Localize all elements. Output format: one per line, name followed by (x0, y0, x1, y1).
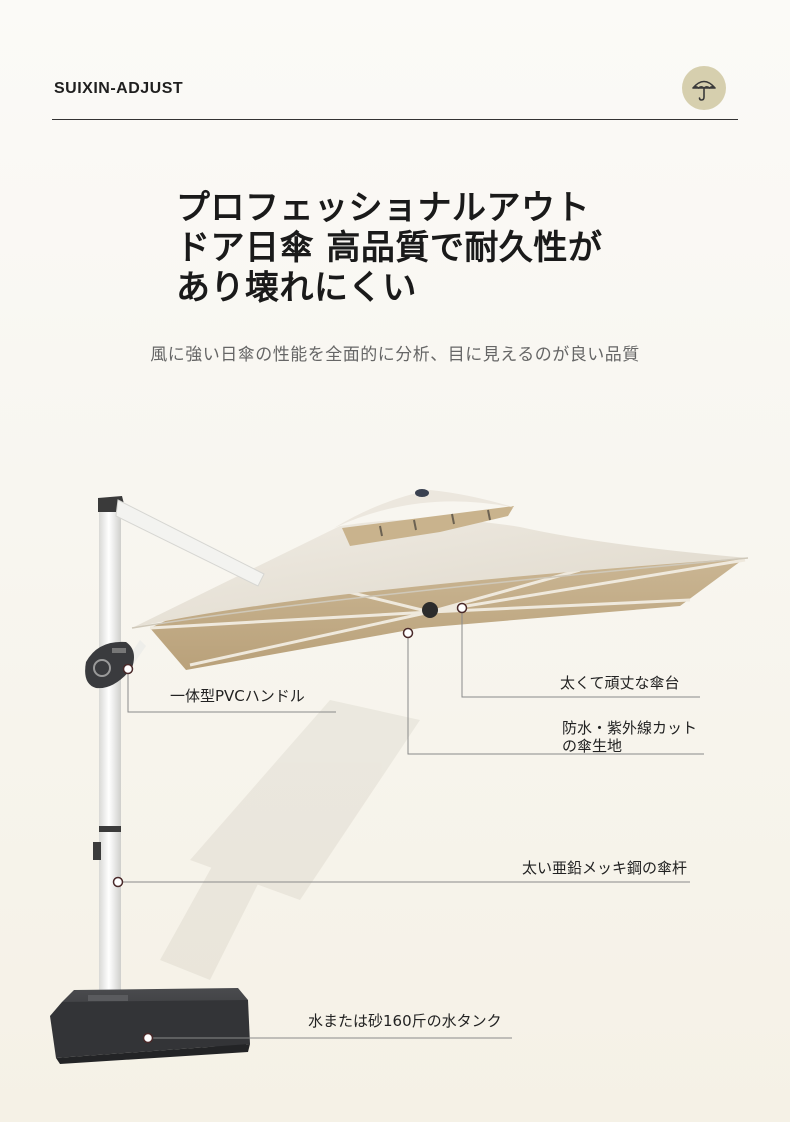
pvc-handle (85, 641, 134, 689)
callout-dot-tank (142, 1032, 154, 1044)
ground-shadow (160, 700, 420, 980)
callout-dot-handle (122, 663, 134, 675)
hero-title-line-1: プロフェッショナルアウト (176, 188, 590, 228)
callout-label-base-frame: 太くて頑丈な傘台 (560, 674, 680, 692)
hero-title-line-2: ドア日傘 高品質で耐久性が (176, 228, 603, 268)
callout-label-fabric-line-2: の傘生地 (562, 737, 623, 755)
vent-underside (342, 506, 514, 546)
callout-dot-fabric (402, 627, 414, 639)
callout-lines (118, 608, 704, 1039)
hero-title: プロフェッショナルアウト ドア日傘 高品質で耐久性が あり壊れにくい (176, 188, 646, 308)
callout-dot-pole (112, 876, 124, 888)
header-divider (52, 119, 738, 120)
callout-label-pole: 太い亜鉛メッキ鋼の傘杆 (522, 859, 688, 877)
canopy-hub (422, 602, 438, 618)
callout-label-fabric-line-1: 防水・紫外線カット (562, 719, 698, 737)
umbrella-pole (99, 500, 121, 1000)
callout-dot-frame (456, 602, 468, 614)
umbrella-icon (682, 66, 726, 110)
callout-label-fabric: 防水・紫外線カット の傘生地 (562, 719, 722, 755)
water-tank-base (50, 988, 250, 1064)
hero-title-line-3: あり壊れにくい (176, 268, 417, 308)
vent-top (334, 490, 516, 528)
brand-name: SUIXIN-ADJUST (54, 80, 184, 97)
hero-subtitle: 風に強い日傘の性能を全面的に分析、目に見えるのが良い品質 (150, 345, 640, 365)
callout-label-handle: 一体型PVCハンドル (170, 687, 305, 705)
callout-dots (112, 602, 468, 1044)
boom-arm (115, 499, 265, 587)
callout-label-tank: 水または砂160斤の水タンク (308, 1012, 502, 1030)
canopy-top (132, 519, 748, 628)
